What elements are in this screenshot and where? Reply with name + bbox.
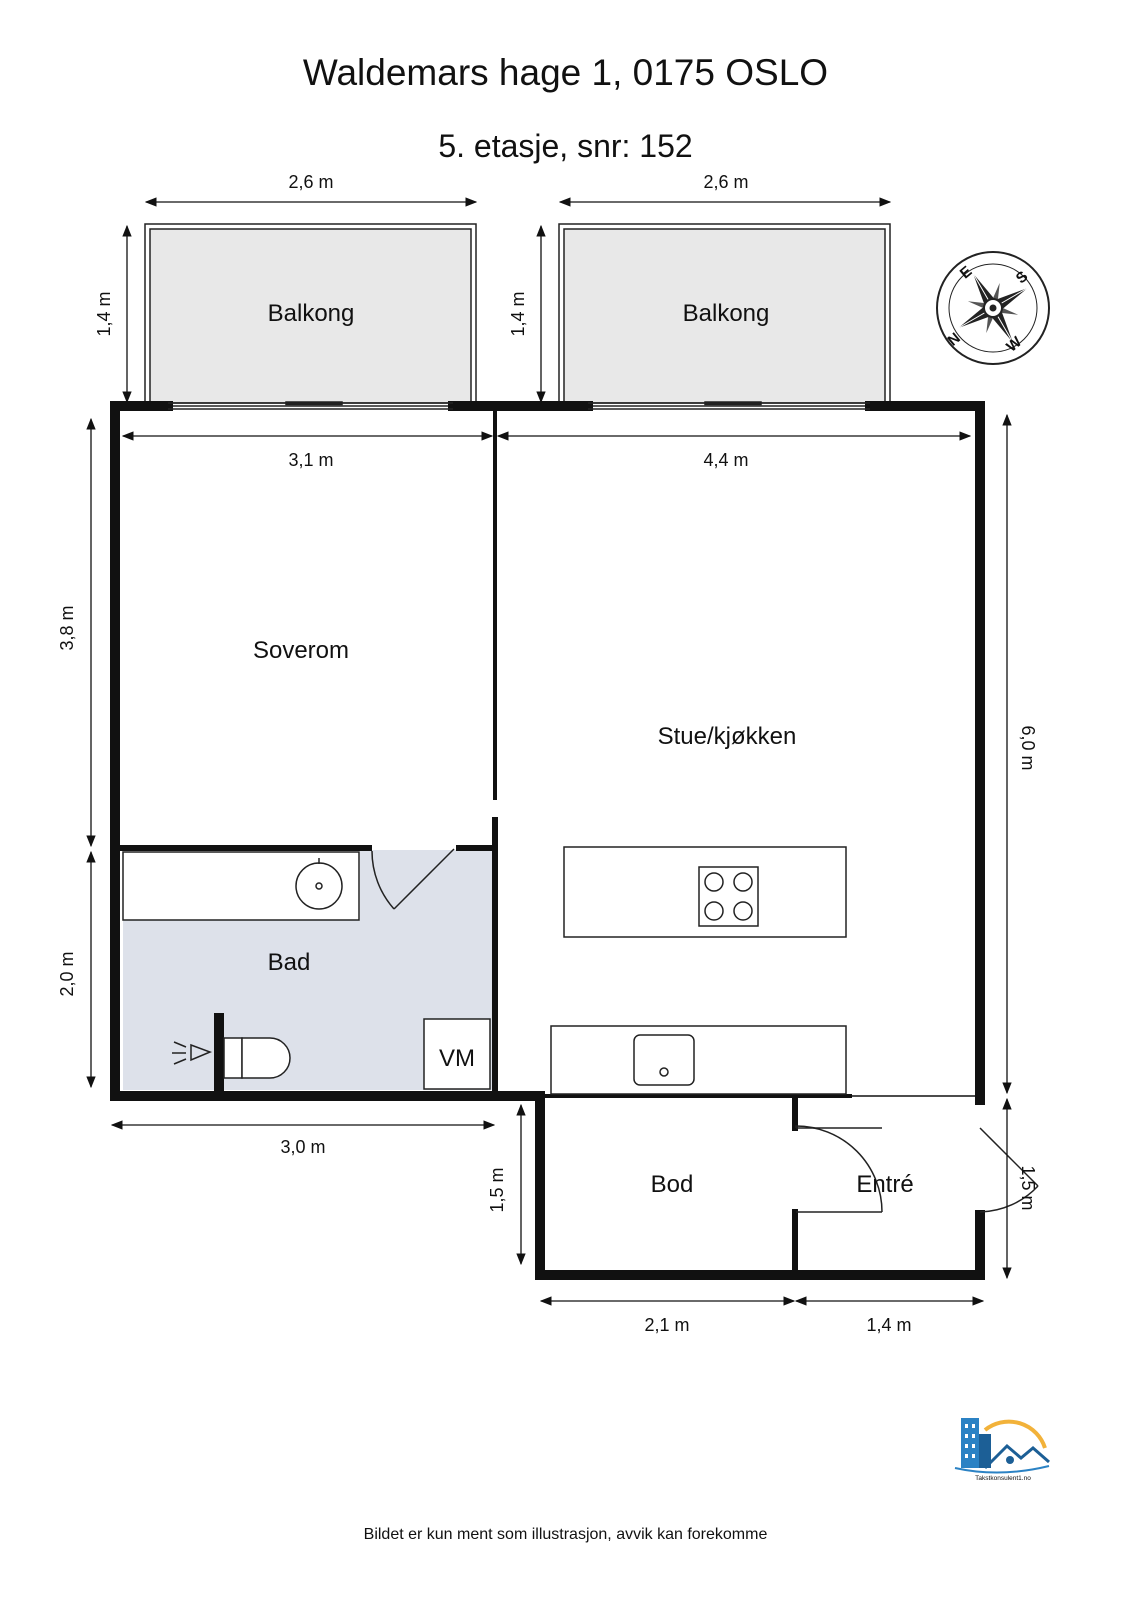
- toilet: [172, 1037, 291, 1079]
- interior-walls: [116, 408, 977, 1274]
- floor-subtitle: 5. etasje, snr: 152: [438, 128, 693, 164]
- dim-storage-width: 2,1 m: [644, 1315, 689, 1335]
- window-lines: [168, 401, 870, 410]
- dim-balcony-right-depth: 1,4 m: [508, 291, 528, 336]
- balcony-left: [144, 223, 477, 407]
- dim-bedroom-depth: 3,8 m: [57, 605, 77, 650]
- room-balcony-left: Balkong: [268, 300, 355, 327]
- kitchen-counter: [550, 1025, 847, 1095]
- washing-machine: [423, 1018, 491, 1090]
- dim-bathroom-depth: 2,0 m: [57, 951, 77, 996]
- kitchen-island: [563, 846, 847, 938]
- bathroom-door: [371, 848, 455, 910]
- company-logo: Takstkonsulent1.no: [954, 1418, 1050, 1482]
- dim-living-width: 4,4 m: [703, 450, 748, 470]
- room-bathroom: Bad: [268, 949, 311, 976]
- dim-living-depth: 6,0 m: [1018, 725, 1038, 770]
- dim-entrance-width: 1,4 m: [866, 1315, 911, 1335]
- exterior-walls: [110, 401, 985, 1280]
- dim-bathroom-width: 3,0 m: [280, 1137, 325, 1157]
- page-title: Waldemars hage 1, 0175 OSLO: [302, 52, 829, 93]
- compass-icon: S E N W: [936, 251, 1050, 365]
- dimension-lines: [86, 197, 1012, 1306]
- room-storage: Bod: [651, 1171, 694, 1198]
- balcony-right: [558, 223, 891, 407]
- bathroom-vanity: [122, 851, 360, 921]
- dim-balcony-left-depth: 1,4 m: [94, 291, 114, 336]
- dim-balcony-right-width: 2,6 m: [703, 172, 748, 192]
- dim-balcony-left-width: 2,6 m: [288, 172, 333, 192]
- room-balcony-right: Balkong: [683, 300, 770, 327]
- storage-door: [795, 1125, 883, 1213]
- dim-storage-depth: 1,5 m: [487, 1167, 507, 1212]
- disclaimer-note: Bildet er kun ment som illustrasjon, avv…: [363, 1526, 768, 1543]
- room-bedroom: Soverom: [253, 637, 349, 664]
- dim-bedroom-width: 3,1 m: [288, 450, 333, 470]
- room-washing-machine: VM: [439, 1045, 475, 1072]
- bathroom-floor-upper: [360, 850, 492, 920]
- room-entrance: Entré: [856, 1171, 913, 1198]
- dim-entrance-depth: 1,5 m: [1018, 1165, 1038, 1210]
- room-living-kitchen: Stue/kjøkken: [658, 723, 797, 750]
- logo-text: Takstkonsulent1.no: [975, 1475, 1031, 1482]
